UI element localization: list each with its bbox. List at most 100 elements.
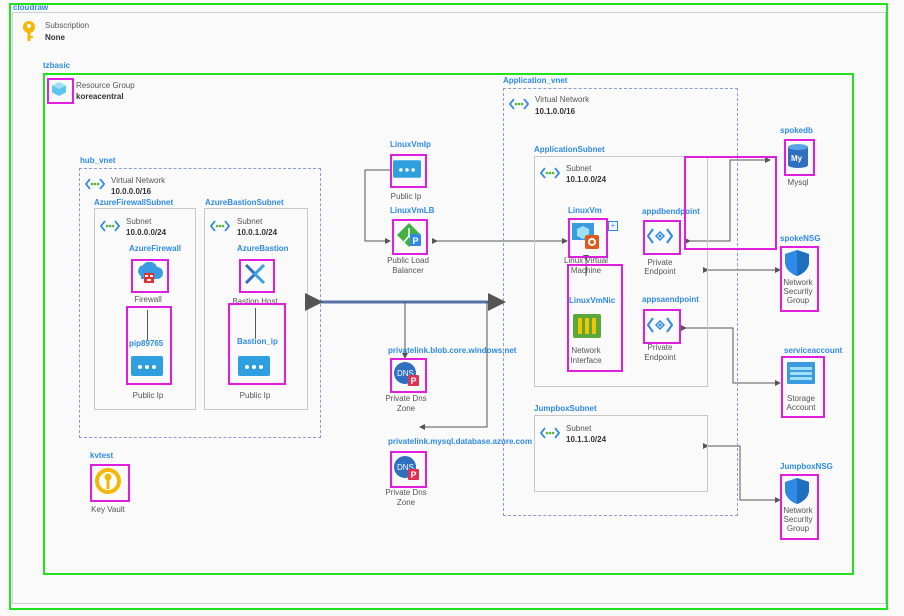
kvtest-type: Key Vault (91, 505, 125, 514)
spokedb-type: Mysql (787, 178, 809, 187)
key-vault-icon (95, 468, 121, 494)
linuxvmip-type: Public Ip (390, 192, 422, 201)
firewall-subnet-label: Subnet (126, 217, 152, 226)
dns-mysql-type2: Zone (396, 498, 416, 507)
firewall-icon (138, 262, 163, 283)
jumpboxnsg-box (780, 474, 819, 540)
spokensg-type2: Security (783, 287, 813, 296)
spokensg-type1: Network (783, 278, 813, 287)
shield-icon (785, 478, 809, 504)
bastion-subnet-cidr: 10.0.1.0/24 (237, 228, 278, 237)
jumpboxnsg-type2: Security (783, 515, 813, 524)
vm-type2: Machine (570, 266, 602, 275)
dns-blob-icon-box (390, 358, 427, 393)
private-endpoint-icon (647, 228, 673, 244)
bastion-subnet-label: Subnet (237, 217, 263, 226)
spokedb-icon-box (784, 139, 815, 176)
firewall-name: AzureFirewall (129, 244, 182, 253)
jumpbox-subnet-title: JumpboxSubnet (534, 404, 597, 413)
private-endpoint-icon (647, 317, 673, 333)
firewall-pip-connector (147, 310, 148, 340)
app-subnet-title: ApplicationSubnet (534, 145, 605, 154)
spokensg-box (780, 246, 819, 312)
mysql-icon: My (788, 144, 808, 168)
resource-group-icon-box (47, 78, 74, 104)
pe2-icon-box (643, 309, 681, 344)
subnet-icon (540, 167, 560, 179)
subscription-highlight (9, 3, 888, 610)
hub-vnet-label: Virtual Network (111, 176, 166, 185)
vm-type1: Linux Virtual (564, 256, 608, 265)
resource-group-name: tzbasic (43, 61, 71, 70)
firewall-pip-box (126, 306, 172, 385)
serviceaccount-type1: Storage (786, 394, 816, 403)
vm-name: LinuxVm (568, 206, 602, 215)
app-vnet-title: Application_vnet (503, 76, 568, 85)
dns-mysql-name: privatelink.mysql.database.azure.com (388, 437, 533, 446)
app-vnet-label: Virtual Network (535, 95, 590, 104)
hub-vnet-title: hub_vnet (80, 156, 116, 165)
subnet-icon (210, 220, 230, 232)
firewall-subnet-container (94, 208, 196, 410)
dns-blob-type1: Private Dns (385, 394, 427, 403)
vm-expand-icon[interactable]: + (608, 221, 618, 231)
vm-icon-box (568, 218, 608, 258)
spokensg-name: spokeNSG (780, 234, 821, 243)
kvtest-name: kvtest (90, 451, 114, 460)
bastion-pip-name: Bastion_ip (237, 337, 278, 346)
nic-name: LinuxVmNic (569, 296, 616, 305)
jumpbox-subnet-label: Subnet (566, 424, 592, 433)
bastion-pip-type: Public Ip (239, 391, 271, 400)
dns-zone-icon: DNS P (394, 456, 419, 480)
bastion-icon (244, 263, 266, 285)
subnet-icon (100, 220, 120, 232)
jumpboxnsg-name: JumpboxNSG (780, 462, 833, 471)
firewall-pip-type: Public Ip (132, 391, 164, 400)
linuxvmlb-icon-box (392, 219, 428, 255)
bastion-name: AzureBastion (237, 244, 289, 253)
subscription-container (12, 12, 886, 604)
hub-vnet-cidr: 10.0.0.0/16 (111, 187, 152, 196)
pe2-type2: Endpoint (644, 353, 676, 362)
jumpbox-subnet-cidr: 10.1.1.0/24 (566, 435, 607, 444)
nic-type2: Interface (570, 356, 602, 365)
app-vnet-cidr: 10.1.0.0/16 (535, 107, 576, 116)
linuxvmlb-type1: Public Load (387, 256, 429, 265)
public-ip-icon (238, 356, 270, 376)
svg-text:DNS: DNS (397, 463, 414, 472)
firewall-pip-name: pip89765 (129, 339, 164, 348)
jumpboxnsg-type3: Group (786, 524, 810, 533)
serviceaccount-name: serviceaccount (784, 346, 843, 355)
subnet-icon (540, 427, 560, 439)
bastion-pip-box (228, 303, 286, 385)
subscription-label: Subscription (45, 21, 90, 30)
nic-box (567, 264, 623, 372)
shield-icon (785, 250, 809, 276)
linuxvmlb-type2: Balancer (392, 266, 424, 275)
bastion-subnet-title: AzureBastionSubnet (205, 198, 284, 207)
linuxvmip-icon-box (390, 154, 427, 188)
dns-blob-type2: Zone (396, 404, 416, 413)
diagram-title: cloudraw (13, 3, 49, 12)
load-balancer-icon: P (397, 223, 421, 247)
jumpboxnsg-type1: Network (783, 506, 813, 515)
svg-text:DNS: DNS (397, 369, 414, 378)
spokedb-name: spokedb (780, 126, 813, 135)
bastion-icon-box (239, 259, 275, 293)
storage-account-icon (787, 362, 815, 384)
app-subnet-container (534, 156, 708, 387)
kvtest-icon-box (90, 464, 130, 502)
dns-mysql-icon-box (390, 451, 427, 488)
dns-zone-icon: DNS P (394, 362, 419, 386)
dns-mysql-type1: Private Dns (385, 488, 427, 497)
firewall-type: Firewall (134, 295, 162, 304)
pe2-type1: Private (647, 343, 673, 352)
svg-text:P: P (411, 376, 417, 386)
pe1-type2: Endpoint (644, 267, 676, 276)
resource-group-label: Resource Group (76, 81, 135, 90)
firewall-subnet-cidr: 10.0.0.0/24 (126, 228, 167, 237)
spokensg-type3: Group (786, 296, 810, 305)
pe1-name: appdbendpoint (642, 207, 700, 216)
key-icon (23, 21, 35, 41)
